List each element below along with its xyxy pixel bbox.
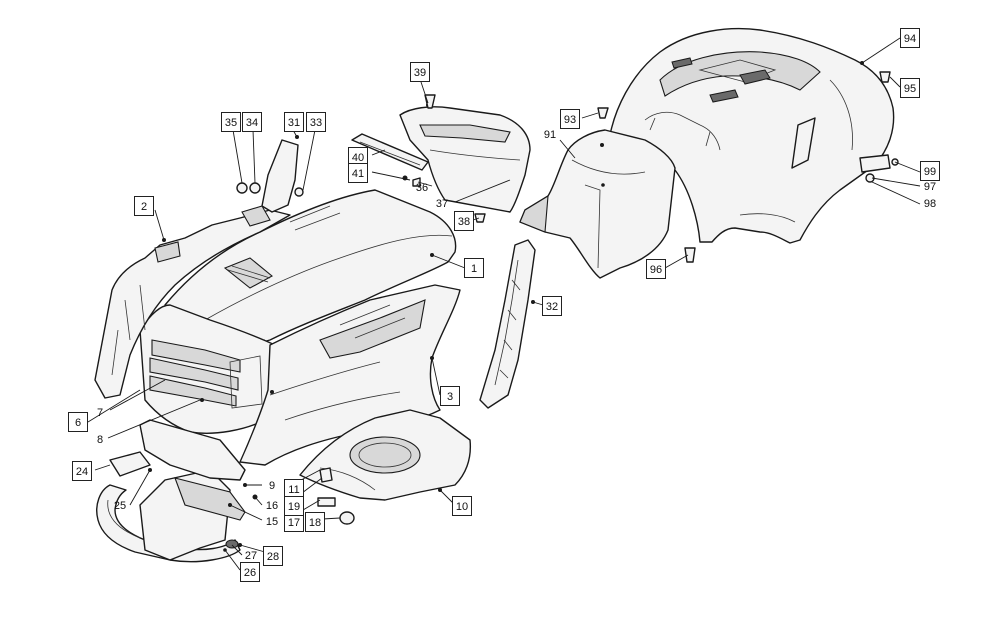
callout-94[interactable]: 94 xyxy=(900,28,920,48)
callout-9[interactable]: 9 xyxy=(268,480,276,492)
callout-2[interactable]: 2 xyxy=(134,196,154,216)
callout-32[interactable]: 32 xyxy=(542,296,562,316)
callout-1[interactable]: 1 xyxy=(464,258,484,278)
callout-35[interactable]: 35 xyxy=(221,112,241,132)
callout-93[interactable]: 93 xyxy=(560,109,580,129)
floor-pan-part xyxy=(299,409,472,501)
callout-19[interactable]: 19 xyxy=(284,496,304,516)
callout-10[interactable]: 10 xyxy=(452,496,472,516)
callout-27[interactable]: 27 xyxy=(244,550,258,562)
callout-97[interactable]: 97 xyxy=(923,181,937,193)
callout-36[interactable]: 36 xyxy=(415,182,429,194)
callout-7[interactable]: 7 xyxy=(96,407,104,419)
callout-38[interactable]: 38 xyxy=(454,211,474,231)
mud-flap-part xyxy=(519,129,676,279)
callout-95[interactable]: 95 xyxy=(900,78,920,98)
callout-28[interactable]: 28 xyxy=(263,546,283,566)
hardware-parts xyxy=(148,71,899,552)
callout-96[interactable]: 96 xyxy=(646,259,666,279)
callout-18[interactable]: 18 xyxy=(305,512,325,532)
callout-15[interactable]: 15 xyxy=(265,516,279,528)
callout-41[interactable]: 41 xyxy=(348,163,368,183)
callout-26[interactable]: 26 xyxy=(240,562,260,582)
callout-24[interactable]: 24 xyxy=(72,461,92,481)
callout-31[interactable]: 31 xyxy=(284,112,304,132)
callout-39[interactable]: 39 xyxy=(410,62,430,82)
callout-37[interactable]: 37 xyxy=(435,198,449,210)
callout-34[interactable]: 34 xyxy=(242,112,262,132)
callout-91[interactable]: 91 xyxy=(543,129,557,141)
vertical-trim-part xyxy=(479,239,536,409)
side-frame-part xyxy=(94,209,291,399)
rear-fender-part xyxy=(609,27,895,244)
grille-part xyxy=(139,304,281,434)
dash-cover-part xyxy=(399,103,531,213)
callout-98[interactable]: 98 xyxy=(923,198,937,210)
callout-16[interactable]: 16 xyxy=(265,500,279,512)
callout-3[interactable]: 3 xyxy=(440,386,460,406)
callout-25[interactable]: 25 xyxy=(113,500,127,512)
dash-bracket-part xyxy=(241,135,299,227)
front-bracket-part xyxy=(109,419,247,521)
callout-8[interactable]: 8 xyxy=(96,434,104,446)
callout-33[interactable]: 33 xyxy=(306,112,326,132)
callout-6[interactable]: 6 xyxy=(68,412,88,432)
callout-99[interactable]: 99 xyxy=(920,161,940,181)
